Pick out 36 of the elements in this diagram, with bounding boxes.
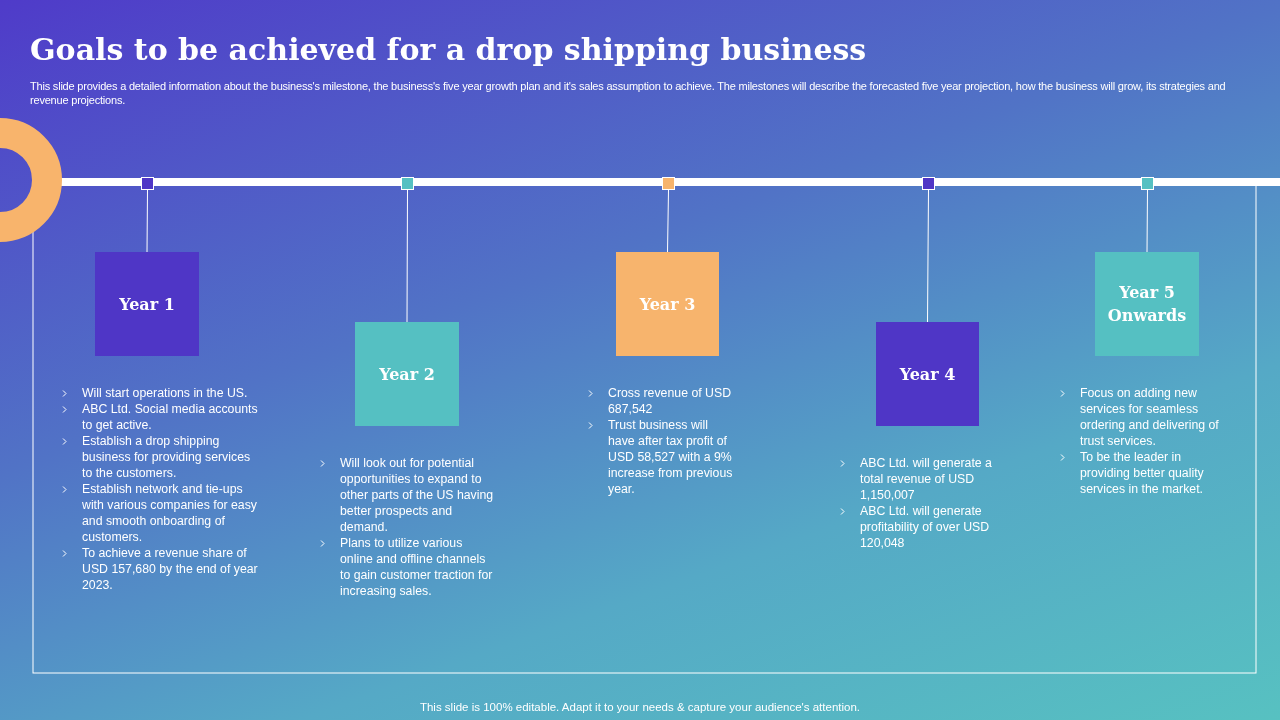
timeline-marker — [662, 177, 675, 190]
connector-line — [1146, 189, 1148, 253]
year-label: Year 1 — [118, 293, 176, 316]
description-text: This slide provides a detailed information about the business's milestone, the business's five year growth plan and it's sales assumption to achieve. The milestones will describe the forecasted five year projection, how the business will grow, its strategies and revenue projections. — [30, 79, 1227, 107]
bullet-text: Plans to utilize various online and offline channels to gain customer traction for increasing sales. — [340, 536, 493, 598]
year-box — [355, 322, 459, 426]
bullet-text: ABC Ltd. will generate a total revenue of USD 1,150,007 — [860, 456, 992, 502]
bullet-text: Trust business will have after tax profit of USD 58,527 with a 9% increase from previous year. — [608, 418, 733, 496]
year-label: Year 5 Onwards — [1107, 282, 1187, 327]
timeline-marker — [141, 177, 154, 190]
bullet-text: To achieve a revenue share of USD 157,680 by the end of year 2023. — [82, 546, 258, 592]
bullet-text: Will start operations in the US. — [82, 386, 248, 400]
bullet-text: ABC Ltd. will generate profitability of over USD 120,048 — [860, 504, 990, 550]
bullet-text: Establish a drop shipping business for providing services to the customers. — [82, 434, 251, 480]
bullet-text: Focus on adding new services for seamless ordering and delivering of trust services. — [1080, 386, 1219, 448]
connector-line — [927, 189, 929, 323]
connector-line — [406, 189, 408, 323]
bullet-text: To be the leader in providing better quality services in the market. — [1080, 450, 1204, 496]
bullet-text: Establish network and tie-ups with various companies for easy and smooth onboarding of customers. — [82, 482, 257, 544]
year-box — [1095, 252, 1199, 356]
year-box — [616, 252, 719, 356]
year-box — [876, 322, 979, 426]
bullet-text: ABC Ltd. Social media accounts to get active. — [82, 402, 258, 432]
connector-line — [146, 189, 148, 253]
timeline-marker — [401, 177, 414, 190]
year-box — [95, 252, 199, 356]
connector-line — [667, 189, 669, 253]
timeline-marker — [1141, 177, 1154, 190]
footer-note: This slide is 100% editable. Adapt it to your needs & capture your audience's attention. — [418, 701, 862, 713]
year-label: Year 4 — [898, 363, 957, 386]
year-label: Year 3 — [638, 293, 697, 316]
bullet-text: Cross revenue of USD 687,542 — [608, 386, 732, 416]
bullet-text: Will look out for potential opportunities to expand to other parts of the US having better prospects and demand. — [340, 456, 494, 534]
year-label: Year 2 — [378, 363, 436, 386]
title: Goals to be achieved for a drop shipping business — [30, 32, 867, 67]
timeline-marker — [922, 177, 935, 190]
